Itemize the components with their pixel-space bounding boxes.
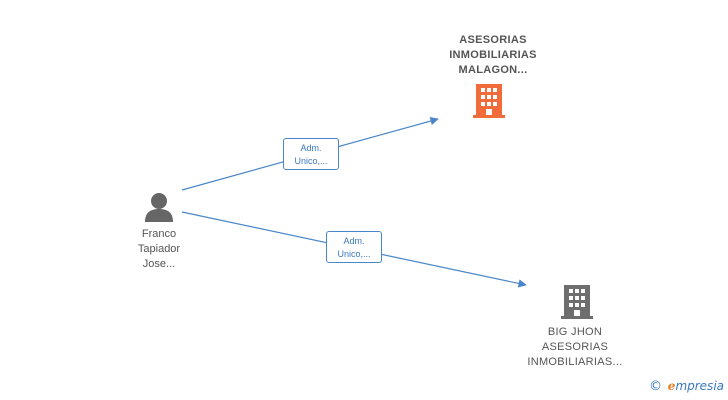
brand-logo: © empresia xyxy=(649,379,724,394)
company-node-label[interactable]: BIG JHON ASESORIAS INMOBILIARIAS... xyxy=(527,326,623,368)
building-icon[interactable] xyxy=(473,84,505,118)
building-icon[interactable] xyxy=(561,285,593,319)
company-node-label[interactable]: ASESORIAS INMOBILIARIAS MALAGON... xyxy=(449,34,537,76)
edge-label-role[interactable]: Adm. Unico,... xyxy=(326,231,382,263)
person-node-label[interactable]: Franco Tapiador Jose... xyxy=(137,228,181,270)
edge-label-role[interactable]: Adm. Unico,... xyxy=(283,138,339,170)
brand-logo-letter: e xyxy=(667,379,676,393)
copyright-icon: © xyxy=(648,379,662,394)
brand-logo-text: mpresia xyxy=(675,379,724,393)
person-icon[interactable] xyxy=(145,193,173,222)
